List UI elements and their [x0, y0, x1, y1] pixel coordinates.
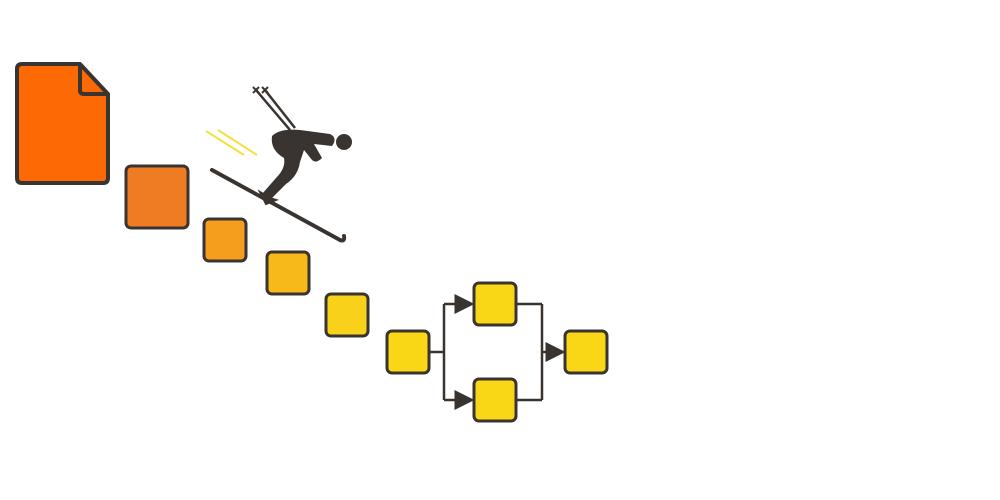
step-square	[265, 250, 311, 296]
step-square	[385, 329, 431, 375]
flow-node	[563, 329, 609, 375]
document-icon	[15, 62, 110, 185]
workflow-diagram	[429, 294, 566, 410]
step-square	[124, 164, 190, 230]
flow-node	[472, 377, 518, 423]
flow-node	[472, 281, 518, 327]
speed-lines	[205, 129, 258, 156]
step-square	[202, 217, 248, 263]
step-square	[324, 292, 370, 338]
skier-head	[336, 134, 352, 150]
ski-pole	[264, 89, 296, 129]
ski	[210, 168, 342, 242]
skier-icon	[210, 86, 352, 243]
ski-pole	[255, 89, 291, 131]
